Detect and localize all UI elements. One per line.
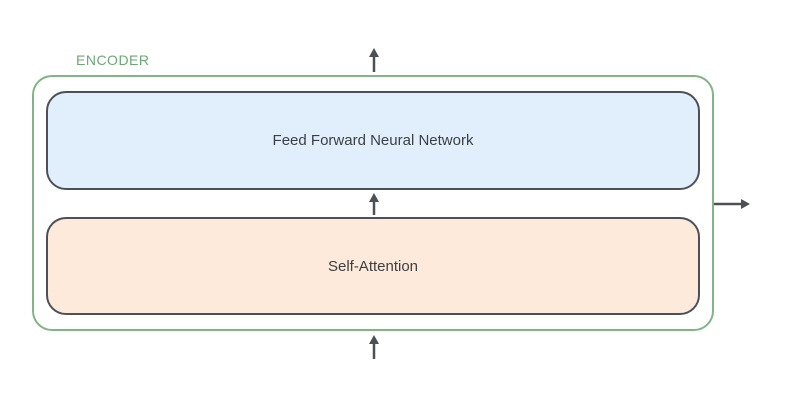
encoder-frame — [32, 75, 714, 331]
feed-forward-label: Feed Forward Neural Network — [272, 132, 474, 149]
output-up-arrow-icon — [369, 48, 379, 72]
self-attention-label: Self-Attention — [327, 257, 419, 275]
feed-forward-layer: Feed Forward Neural Network — [46, 91, 700, 190]
input-up-arrow-icon — [369, 335, 379, 359]
output-right-arrow-icon — [714, 199, 750, 209]
encoder-label: ENCODER — [76, 52, 150, 68]
internal-up-arrow-icon — [369, 193, 379, 215]
self-attention-layer: Self-Attention — [46, 217, 700, 315]
